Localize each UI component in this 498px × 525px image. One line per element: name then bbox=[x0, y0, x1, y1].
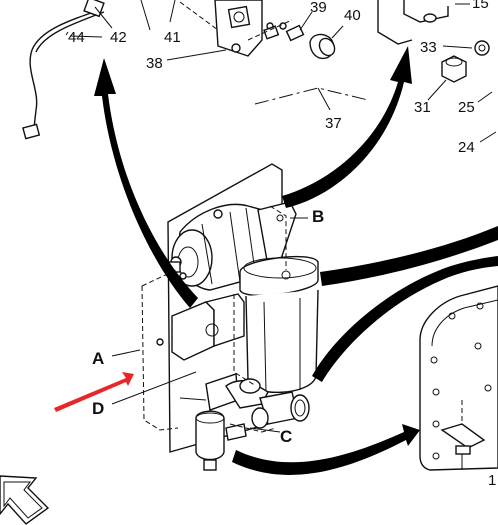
filter-housing bbox=[239, 255, 319, 394]
callout-40: 40 bbox=[344, 7, 361, 24]
outline-arrow-icon bbox=[0, 475, 50, 525]
callout-33: 33 bbox=[420, 39, 437, 56]
bracket-hardware bbox=[377, 0, 497, 143]
dashed-envelope-left bbox=[141, 285, 179, 431]
switch-assembly bbox=[69, 0, 369, 111]
curved-arrow-to-right-upper bbox=[320, 226, 498, 286]
curved-arrow-to-cable bbox=[94, 58, 198, 308]
dashed-leader-b bbox=[269, 205, 287, 270]
side-panel bbox=[419, 285, 498, 471]
label-c: C bbox=[280, 427, 292, 446]
callout-42: 42 bbox=[110, 29, 127, 46]
label-b: B bbox=[312, 207, 324, 226]
callout-38: 38 bbox=[146, 55, 163, 72]
label-a: A bbox=[92, 349, 104, 368]
callout-41: 41 bbox=[164, 29, 181, 46]
callout-24: 24 bbox=[458, 139, 475, 156]
callout-37: 37 bbox=[325, 115, 342, 132]
valve-fittings bbox=[179, 373, 310, 471]
callout-44: 44 bbox=[68, 29, 85, 46]
callout-39: 39 bbox=[310, 0, 327, 16]
callout-15: 15 bbox=[472, 0, 489, 12]
cable-assembly bbox=[22, 0, 105, 140]
callout-1: 1 bbox=[488, 472, 496, 489]
dashed-leader-c bbox=[229, 423, 277, 433]
curved-arrow-to-panel bbox=[232, 424, 420, 475]
red-arrow-icon bbox=[54, 372, 134, 412]
label-d: D bbox=[92, 399, 104, 418]
callout-25: 25 bbox=[458, 99, 475, 116]
curved-arrow-to-bracket bbox=[282, 46, 412, 208]
callout-31: 31 bbox=[414, 99, 431, 116]
dashed-envelope-main bbox=[141, 269, 257, 387]
